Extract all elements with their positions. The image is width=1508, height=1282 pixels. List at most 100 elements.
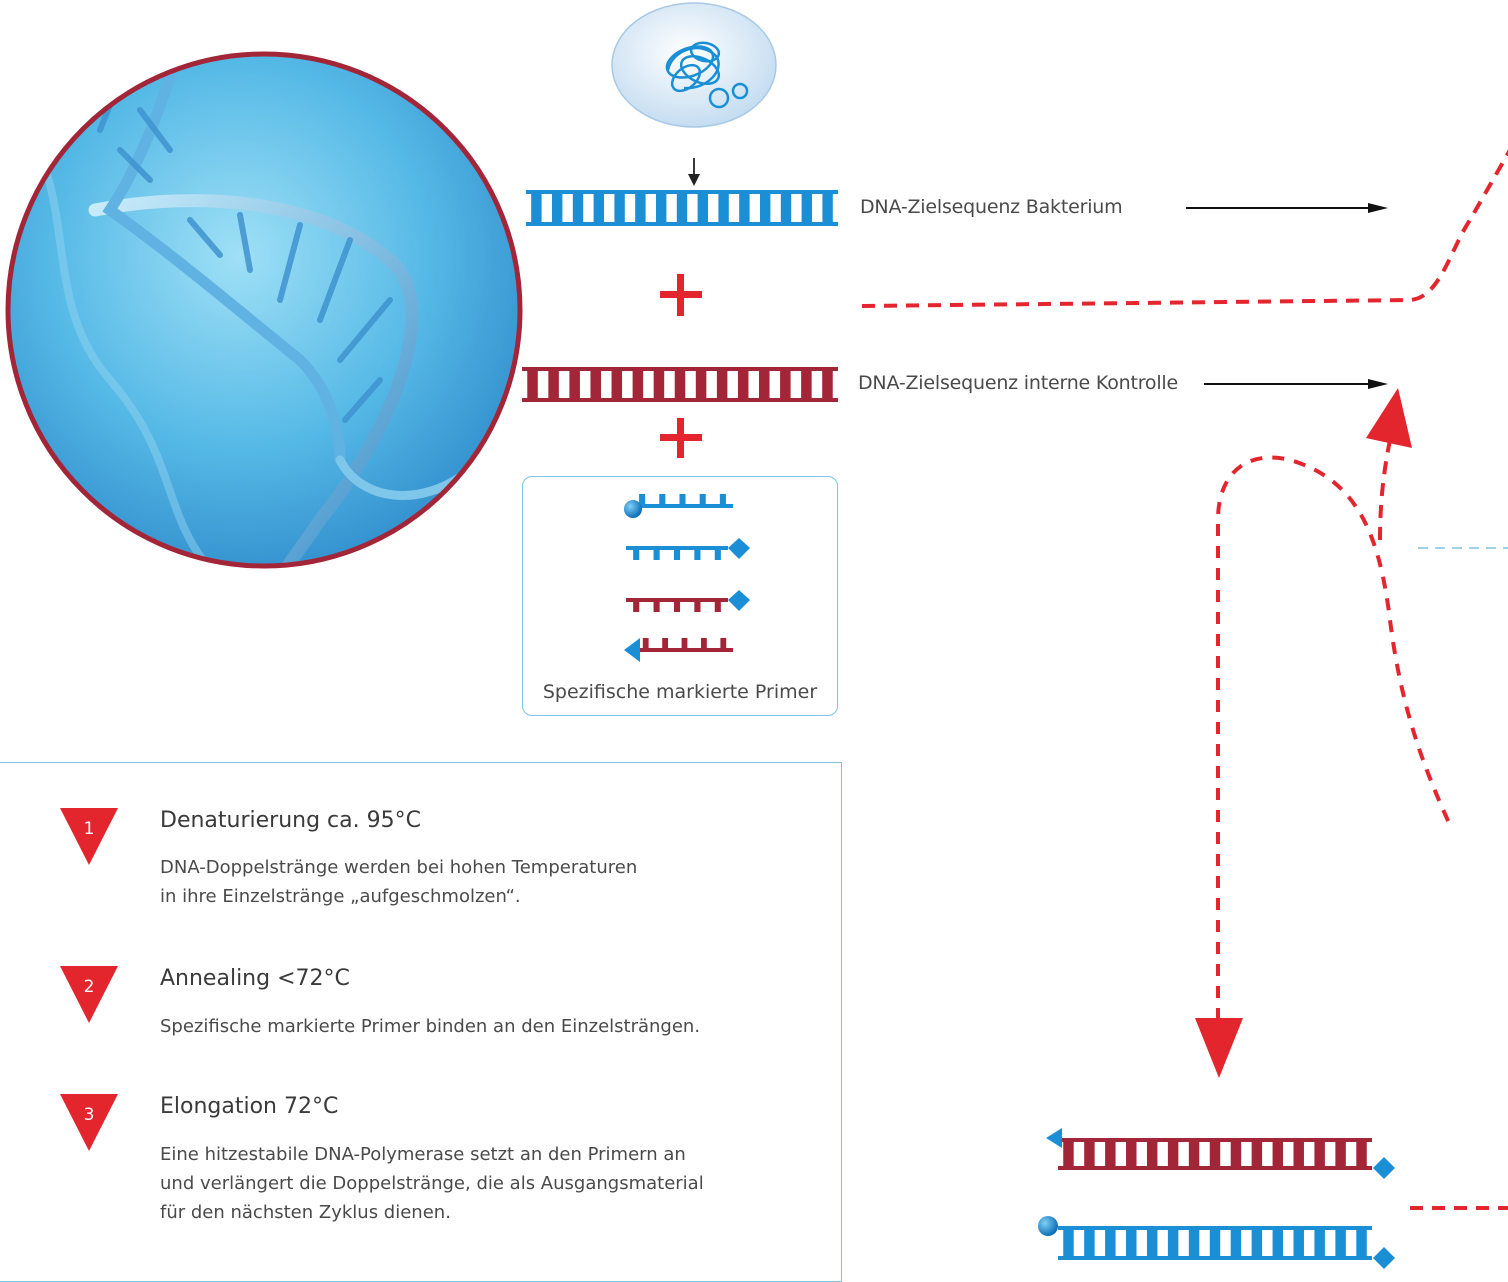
step-2-badge (60, 966, 118, 1023)
strand-rung (676, 194, 688, 222)
strand-rung (1251, 1142, 1263, 1166)
strand-rung (548, 371, 559, 398)
primer-caption: Spezifische markierte Primer (542, 681, 818, 703)
strand-rung (1084, 1230, 1095, 1256)
step-3-number: 3 (83, 1105, 95, 1125)
strand-rung (1084, 1142, 1095, 1166)
control-arrow (1204, 379, 1388, 389)
strand-rung (1272, 1230, 1284, 1256)
strand-rung (1167, 1230, 1179, 1256)
step-1-badge (60, 808, 118, 865)
step-2-title: Annealing <72°C (160, 966, 350, 991)
strand-rung (1063, 1230, 1074, 1256)
primer-line (626, 546, 728, 550)
primer-line (626, 598, 728, 602)
strand-rung (739, 194, 750, 222)
strand-rung (1230, 1230, 1242, 1256)
strand-rung (718, 194, 729, 222)
strand-rung (635, 194, 646, 222)
primer-tooth (633, 550, 640, 560)
primer-tooth (699, 494, 706, 504)
primer-blue-circle (624, 494, 733, 518)
strand-rung (1230, 1142, 1242, 1166)
primer-red-diamond (626, 590, 750, 612)
strand-rung (656, 194, 667, 222)
strand-rung (653, 371, 665, 398)
strand-rung (822, 194, 833, 222)
strand-rung (590, 371, 601, 398)
strand-rung (780, 371, 791, 398)
cycle-arrow-up (1366, 388, 1412, 448)
step-1-number: 1 (83, 819, 95, 839)
cycle-path (861, 149, 1508, 1210)
strand-rung (527, 371, 538, 398)
strand-rung (1167, 1142, 1179, 1166)
dna-helix-photo (5, 51, 523, 569)
strand-rung (1314, 1230, 1325, 1256)
step-2-text-line: Spezifische markierte Primer binden an d… (160, 1016, 701, 1037)
strand-rung (1146, 1230, 1158, 1256)
bacterium-target-label: DNA-Zielsequenz Bakterium (860, 196, 1123, 218)
cycle-arrow-down (1195, 1018, 1243, 1078)
strand-rung (1314, 1142, 1325, 1166)
quencher-icon (728, 590, 750, 611)
strand-line (526, 222, 838, 226)
product-blue-strand (1038, 1216, 1395, 1269)
strand-rung (632, 371, 644, 398)
strand-rung (1335, 1230, 1346, 1256)
strand-rung (1105, 1230, 1116, 1256)
arrowhead-icon (1046, 1128, 1062, 1148)
strand-rung (1251, 1230, 1263, 1256)
strand-rung (801, 371, 812, 398)
strand-rung (569, 371, 580, 398)
strand-rung (1356, 1230, 1367, 1256)
strand-rung (531, 194, 542, 222)
strand-rung (760, 194, 771, 222)
strand-rung (780, 194, 792, 222)
quencher-icon (728, 538, 750, 559)
strand-rung (1126, 1142, 1137, 1166)
control-target-label: DNA-Zielsequenz interne Kontrolle (858, 372, 1178, 394)
strand-rung (1126, 1230, 1137, 1256)
plus-icon-2 (660, 418, 702, 458)
primer-tooth (694, 550, 701, 560)
step-3-badge (60, 1094, 118, 1151)
strand-rung (1188, 1230, 1200, 1256)
strand-rung (611, 371, 623, 398)
strand-rung (674, 371, 686, 398)
primer-tooth (700, 638, 707, 648)
strand-rung (822, 371, 833, 398)
strand-rung (552, 194, 563, 222)
strand-line (1058, 1166, 1372, 1170)
arrowhead-icon (624, 638, 640, 662)
quencher-icon (1373, 1157, 1395, 1179)
primer-tooth (659, 494, 666, 504)
strand-rung (759, 371, 770, 398)
strand-rung (593, 194, 604, 222)
step-3-text: Eine hitzestabile DNA-Polymerase setzt a… (160, 1140, 780, 1227)
step-1-text-line: in ihre Einzelstränge „aufgeschmolzen“. (160, 886, 521, 907)
strand-rung (697, 194, 708, 222)
control-dna-strand (522, 367, 838, 402)
primer-red-arrowhead (624, 638, 733, 662)
strand-line (1058, 1256, 1372, 1260)
step-3-text-line: für den nächsten Zyklus dienen. (160, 1202, 451, 1223)
dish-to-dna-arrow (688, 158, 700, 186)
step-3-text-line: und verlängert die Doppelstränge, die al… (160, 1173, 704, 1194)
primer-tooth (679, 494, 686, 504)
step-1-title: Denaturierung ca. 95°C (160, 808, 421, 833)
bacteria-dish-icon (611, 2, 777, 128)
step-2-text: Spezifische markierte Primer binden an d… (160, 1012, 780, 1041)
step-3-text-line: Eine hitzestabile DNA-Polymerase setzt a… (160, 1144, 686, 1165)
primer-tooth (639, 494, 646, 504)
bacterium-dna-strand (526, 190, 838, 226)
primer-line (632, 504, 733, 508)
primer-tooth (673, 602, 681, 612)
primer-tooth (681, 638, 688, 648)
quencher-icon (1373, 1247, 1395, 1269)
strand-rung (1335, 1142, 1346, 1166)
primer-tooth (653, 602, 660, 612)
primer-tooth (694, 602, 701, 612)
strand-rung (695, 371, 707, 398)
